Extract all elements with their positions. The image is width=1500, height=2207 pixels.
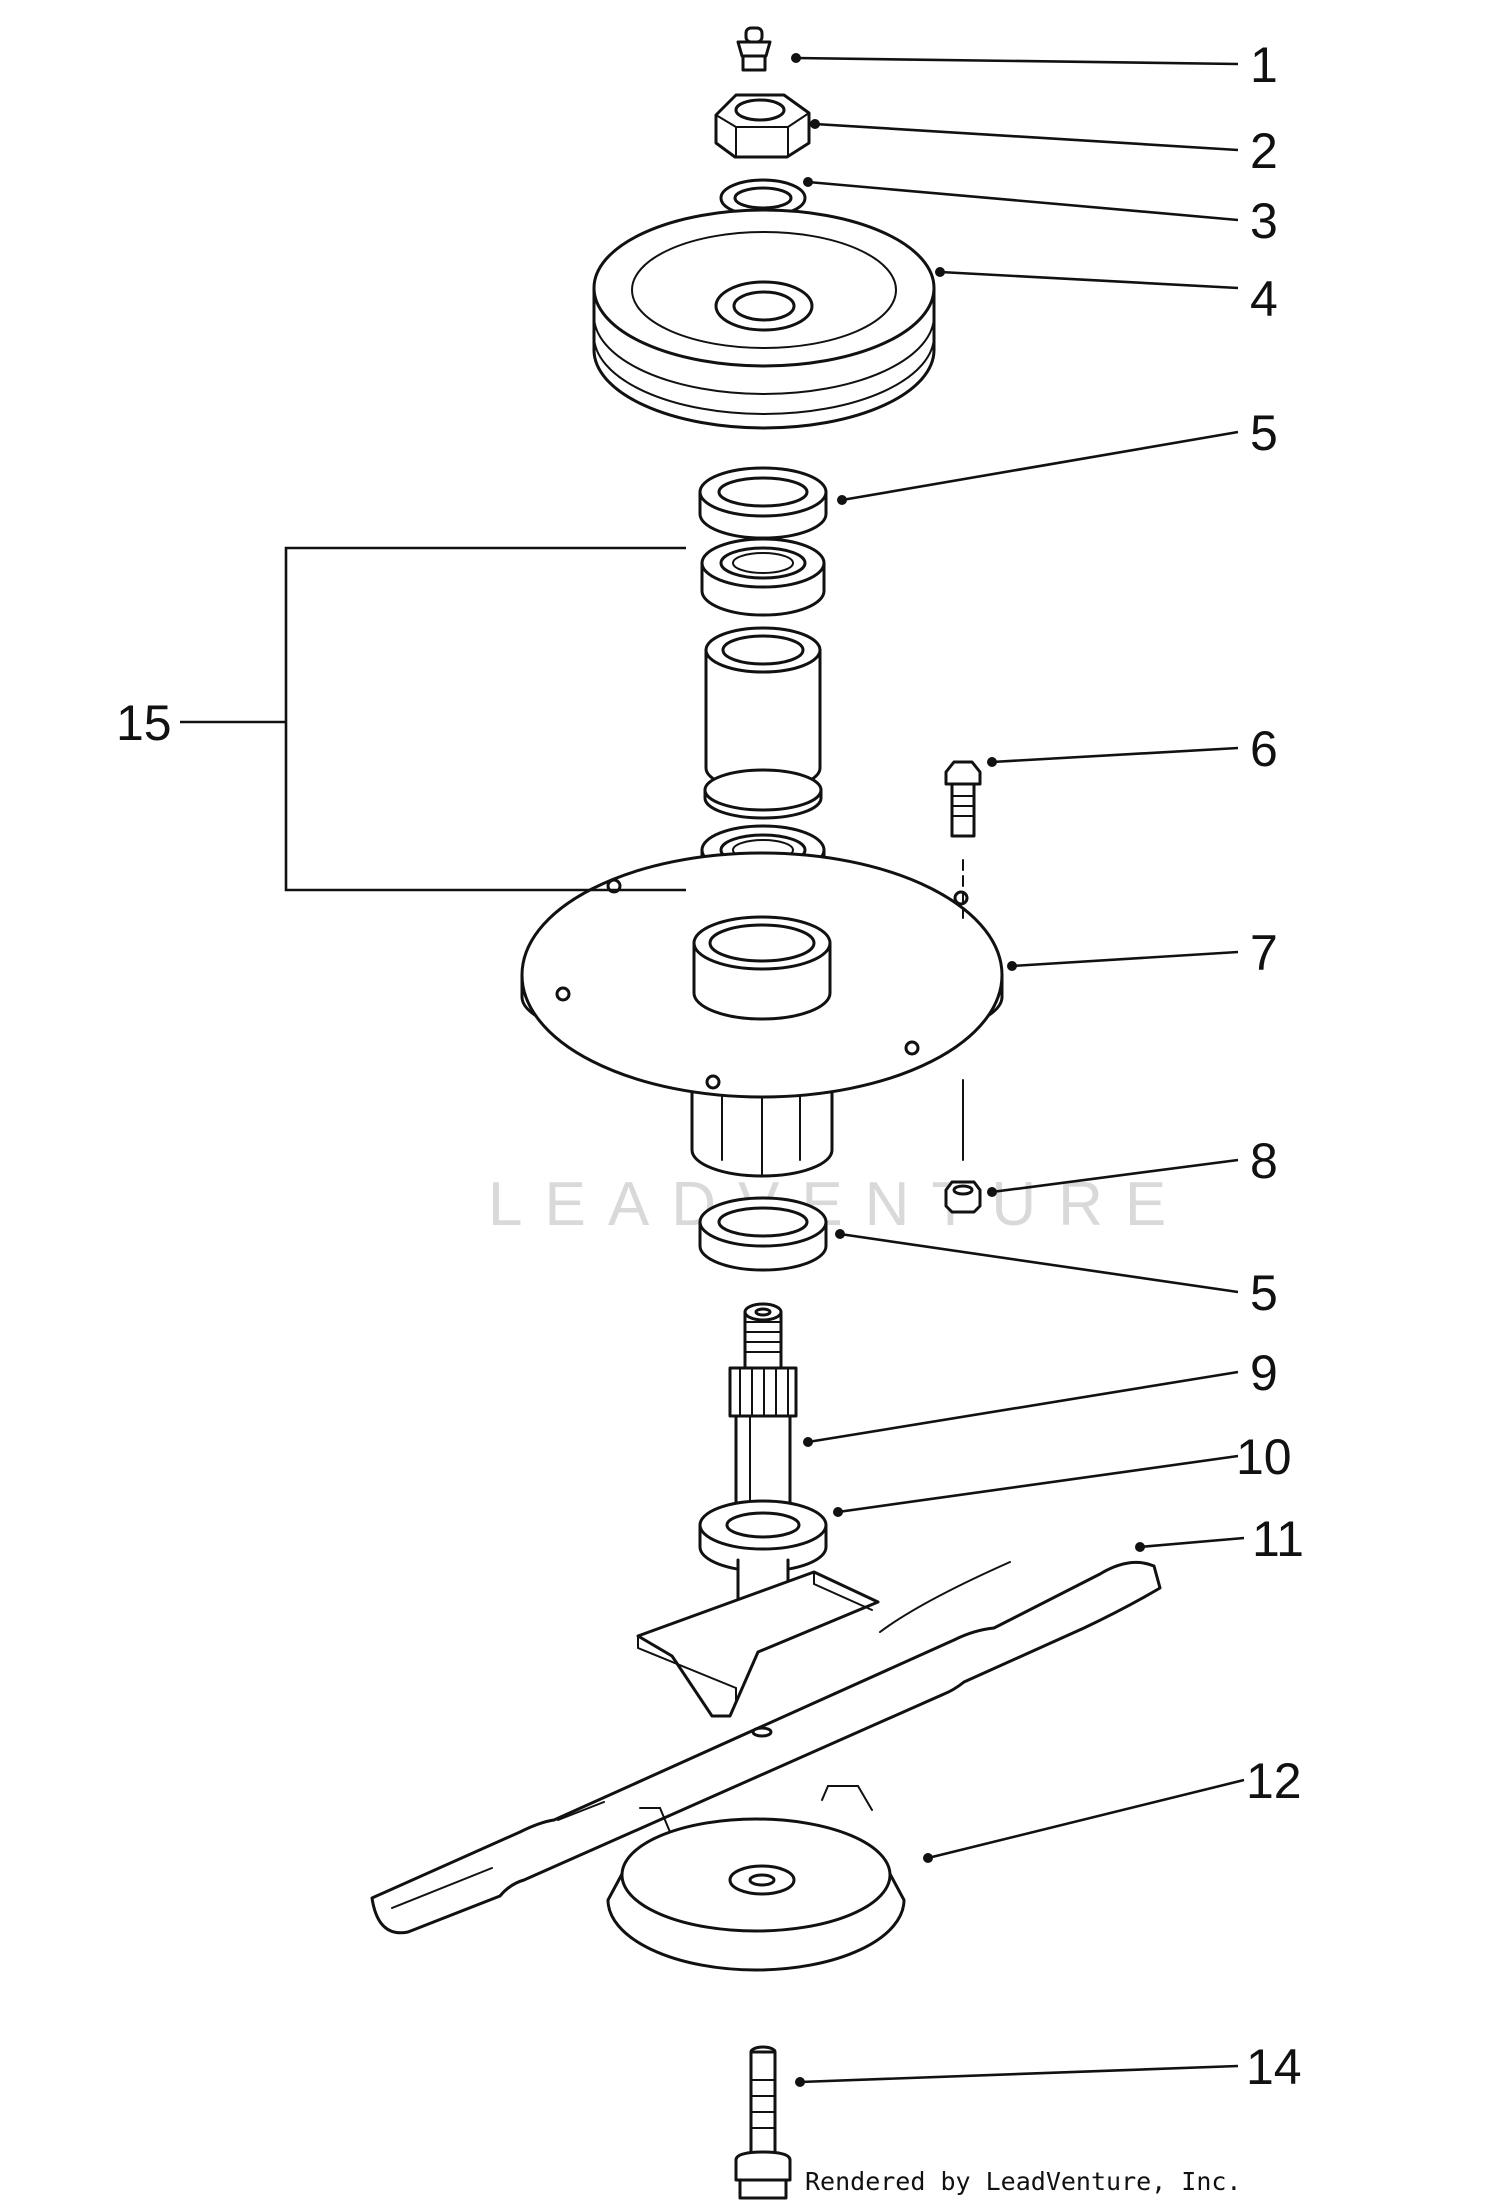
leader-1 (795, 56, 1239, 66)
leader-lines (791, 53, 1245, 2087)
leader-12 (927, 1778, 1245, 1860)
leader-2 (814, 122, 1239, 152)
part-11-blade (370, 1560, 1162, 1935)
credit-text: Rendered by LeadVenture, Inc. (805, 2167, 1242, 2196)
callout-2: 2 (1250, 123, 1278, 179)
callout-14: 14 (1246, 2039, 1302, 2095)
callout-11: 11 (1252, 1511, 1304, 1567)
leader-9 (807, 1370, 1239, 1444)
callout-12: 12 (1246, 1753, 1302, 1809)
leader-8 (991, 1158, 1239, 1194)
leader-14 (799, 2064, 1239, 2084)
part-8-nut (944, 1079, 982, 1214)
part-6-bolt (944, 760, 982, 921)
part-5-spacer-upper (698, 466, 828, 540)
callout-1: 1 (1250, 37, 1278, 93)
bearing-upper (700, 537, 826, 617)
leader-11 (1139, 1536, 1245, 1549)
part-9-spindle-shaft (728, 1302, 798, 1510)
callout-8: 8 (1250, 1133, 1278, 1189)
leader-10 (837, 1454, 1239, 1514)
callout-4: 4 (1250, 271, 1278, 327)
spacer-tube (704, 626, 822, 792)
callout-labels: 1 2 3 4 5 15 6 7 8 5 9 10 11 12 14 (116, 37, 1304, 2095)
part-12-blade-cup (606, 1785, 906, 1972)
leader-6 (991, 746, 1239, 764)
snap-ring (703, 768, 823, 820)
callout-15: 15 (116, 695, 172, 751)
part-1-grease-fitting (736, 26, 772, 72)
callout-6: 6 (1250, 721, 1278, 777)
part-3-washer (719, 178, 807, 218)
callout-5-upper: 5 (1250, 405, 1278, 461)
callout-3: 3 (1250, 193, 1278, 249)
part-4-pulley (592, 208, 936, 430)
callout-10: 10 (1236, 1429, 1292, 1485)
leader-5b (839, 1232, 1239, 1294)
part-2-hex-nut (714, 93, 811, 159)
callout-7: 7 (1250, 925, 1278, 981)
callout-9: 9 (1250, 1345, 1278, 1401)
leader-4 (939, 270, 1239, 290)
callout-5-lower: 5 (1250, 1265, 1278, 1321)
bracket-15 (180, 546, 686, 892)
part-7-spindle-housing (520, 851, 1004, 1178)
part-5-spacer-lower (698, 1196, 828, 1272)
leader-3 (807, 180, 1239, 222)
leader-5a (841, 430, 1239, 502)
part-14-blade-bolt (734, 2045, 792, 2200)
leader-7 (1011, 950, 1239, 968)
